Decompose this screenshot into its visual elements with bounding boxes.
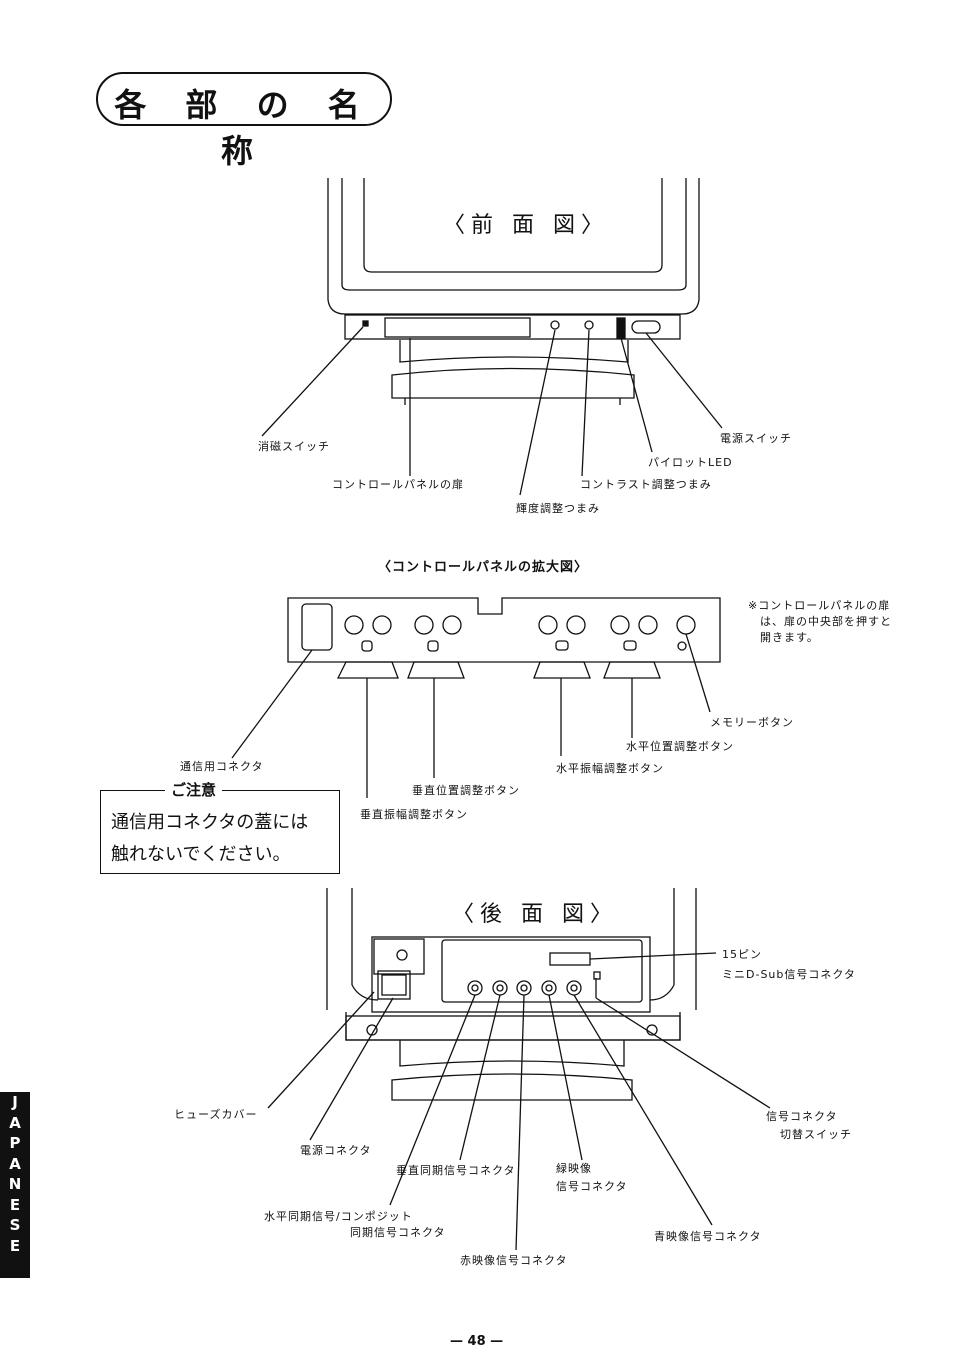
control-panel-drawing bbox=[287, 597, 721, 679]
fuse-cover-label: ヒューズカバー bbox=[174, 1108, 258, 1121]
control-panel-heading: 〈コントロールパネルの拡大図〉 bbox=[378, 560, 589, 575]
side-tab-letter: E bbox=[9, 1236, 21, 1255]
h-position-button-label: 水平位置調整ボタン bbox=[626, 740, 734, 753]
front-view-heading: 〈前 面 図〉 bbox=[443, 213, 609, 238]
mini-dsub-label-1: 15ピン bbox=[722, 948, 762, 961]
green-connector-label-2: 信号コネクタ bbox=[556, 1180, 628, 1193]
h-sync-connector-label-2: 同期信号コネクタ bbox=[350, 1226, 446, 1239]
signal-switch-label-1: 信号コネクタ bbox=[766, 1110, 838, 1123]
side-tab-letter: J bbox=[12, 1093, 18, 1111]
language-side-tab: J A P A N E S E bbox=[0, 1092, 30, 1278]
front-view-drawing bbox=[327, 178, 700, 405]
side-tab-letter: N bbox=[8, 1175, 22, 1193]
v-size-button-label: 垂直振幅調整ボタン bbox=[360, 808, 468, 821]
memory-button-label: メモリーボタン bbox=[710, 716, 794, 729]
comm-connector-label: 通信用コネクタ bbox=[180, 760, 264, 773]
rear-view-drawing bbox=[326, 888, 697, 1101]
power-connector-label: 電源コネクタ bbox=[300, 1144, 372, 1157]
side-tab-letter: A bbox=[9, 1154, 21, 1173]
side-tab-letter: E bbox=[9, 1195, 21, 1214]
pilot-led-label: パイロットLED bbox=[648, 456, 733, 469]
v-position-button-label: 垂直位置調整ボタン bbox=[412, 784, 520, 797]
rear-view-heading: 〈後 面 図〉 bbox=[452, 902, 618, 927]
v-sync-connector-label: 垂直同期信号コネクタ bbox=[396, 1164, 516, 1177]
page-title: 各 部 の 名 称 bbox=[96, 72, 392, 170]
caution-title: ご注意 bbox=[165, 779, 223, 800]
side-tab-letter: A bbox=[9, 1113, 21, 1132]
caution-line-1: 通信用コネクタの蓋には bbox=[111, 812, 309, 833]
blue-connector-label: 青映像信号コネクタ bbox=[654, 1230, 762, 1243]
power-switch-label: 電源スイッチ bbox=[720, 432, 792, 445]
red-connector-label: 赤映像信号コネクタ bbox=[460, 1254, 568, 1267]
contrast-knob-label: コントラスト調整つまみ bbox=[580, 478, 712, 491]
panel-door-note: ※コントロールパネルの扉 は、扉の中央部を押すと 開きます。 bbox=[748, 599, 892, 644]
signal-switch-label-2: 切替スイッチ bbox=[780, 1128, 852, 1141]
page-title-text: 各 部 の 名 称 bbox=[114, 86, 374, 170]
mini-dsub-label-2: ミニD-Sub信号コネクタ bbox=[722, 968, 856, 981]
h-sync-connector-label-1: 水平同期信号/コンポジット bbox=[264, 1210, 413, 1223]
degauss-switch-label: 消磁スイッチ bbox=[258, 440, 330, 453]
green-connector-label-1: 緑映像 bbox=[556, 1162, 592, 1175]
side-tab-letter: S bbox=[9, 1216, 21, 1234]
panel-door-label: コントロールパネルの扉 bbox=[332, 478, 464, 491]
side-tab-letter: P bbox=[9, 1134, 21, 1152]
page-number: — 48 — bbox=[450, 1334, 504, 1349]
brightness-knob-label: 輝度調整つまみ bbox=[516, 502, 600, 515]
caution-line-2: 触れないでください。 bbox=[111, 844, 291, 865]
h-size-button-label: 水平振幅調整ボタン bbox=[556, 762, 664, 775]
caution-box: ご注意 通信用コネクタの蓋には 触れないでください。 bbox=[100, 779, 340, 874]
